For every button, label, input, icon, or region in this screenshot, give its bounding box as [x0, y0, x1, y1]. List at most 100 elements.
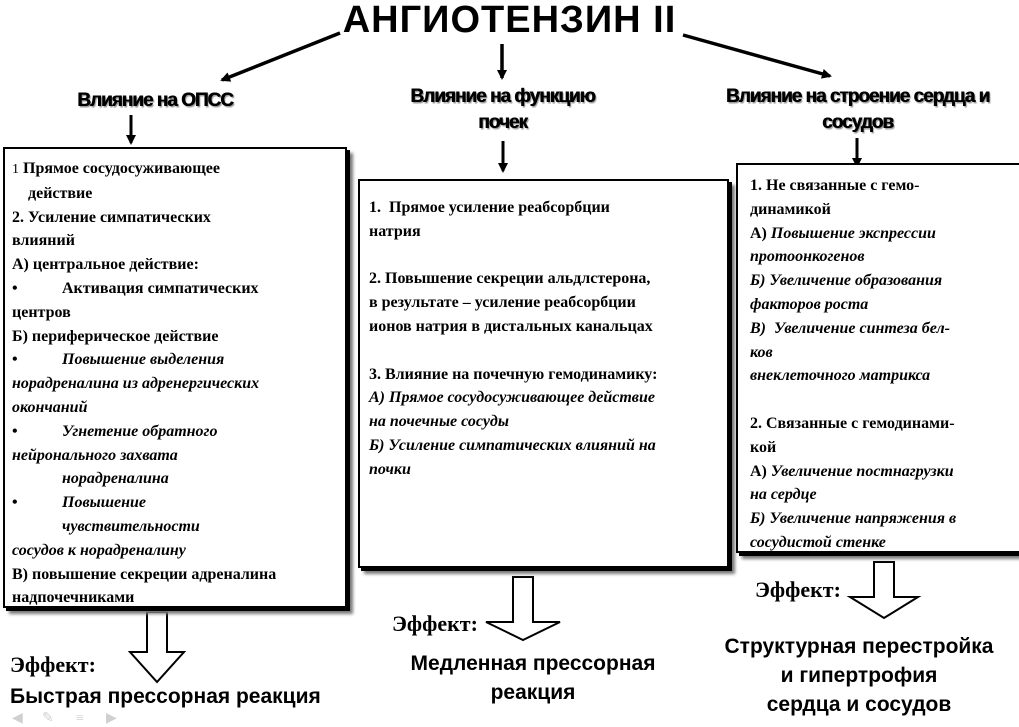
text-line: 1. Не связанные с гемо- — [750, 174, 1019, 198]
text-line: ков — [750, 341, 1019, 365]
text-line: 2. Связанные с гемодинами- — [750, 412, 1019, 436]
line-text: А) центральное действие: — [12, 256, 199, 274]
effect-text-middle: Медленная прессорная реакция — [383, 649, 683, 707]
text-line: А) Увеличение постнагрузки — [750, 460, 1019, 484]
text-line: на сердце — [750, 483, 1019, 507]
text-line: влияний — [12, 229, 345, 253]
text-line: кой — [750, 436, 1019, 460]
line-text: 2. Усиление симпатических — [12, 208, 211, 226]
effect-arrow-middle — [485, 576, 561, 642]
line-text: ионов натрия в дистальных канальцах — [369, 317, 653, 335]
effect-text-right-line: сердца и сосудов — [766, 693, 952, 716]
text-line: • Повышение — [12, 491, 345, 515]
line-text: 2. Связанные с гемодинами- — [750, 414, 955, 432]
bullet: • — [12, 494, 18, 512]
text-line: сосудов к норадреналину — [12, 539, 345, 563]
text-line: действие — [12, 182, 345, 206]
header-middle-line: Влияние на функцию — [410, 86, 595, 107]
header-left: Влияние на ОПСС — [40, 88, 270, 114]
text-line: ионов натрия в дистальных канальцах — [369, 315, 727, 339]
line-text: Б) Увеличение напряжения в — [750, 510, 957, 528]
header-right: Влияние на строение сердца и сосудов — [690, 84, 1019, 136]
item-number: 1 — [12, 162, 19, 177]
effect-text-right-line: Структурная перестройка — [724, 635, 994, 658]
text-line: норадреналина из адренергических — [12, 372, 345, 396]
arrow-title-to-left — [220, 31, 341, 82]
line-text: сосудистой стенке — [750, 533, 886, 551]
text-line: окончаний — [12, 396, 345, 420]
text-line: Б) периферическое действие — [12, 325, 345, 349]
header-middle: Влияние на функцию почек — [370, 84, 635, 136]
text-line: сосудистой стенке — [750, 531, 1019, 551]
line-text: окончаний — [12, 398, 88, 416]
bullet: • — [12, 351, 18, 369]
text-line: внеклеточного матрикса — [750, 364, 1019, 388]
text-line: надпочечниками — [12, 586, 345, 607]
line-text: натрия — [369, 222, 421, 240]
line-text: в результате – усиление реабсорбции — [369, 294, 636, 312]
line-text: Б) Увеличение образования — [750, 272, 943, 290]
menu-icon[interactable]: ≡ — [76, 711, 84, 726]
text-line: 2. Усиление симпатических — [12, 206, 345, 230]
text-line: Б) Увеличение напряжения в — [750, 507, 1019, 531]
line-text: на почечные сосуды — [369, 413, 509, 431]
effect-text-middle-line: Медленная прессорная — [410, 652, 656, 675]
text-line: В) повышение секреции адреналина — [12, 563, 345, 587]
right-arrow-icon[interactable]: ▶ — [106, 711, 117, 726]
text-line: А) Прямое сосудосуживающее действие — [369, 386, 727, 410]
left-arrow-icon[interactable]: ◀ — [12, 711, 23, 726]
effect-text-middle-line: реакция — [490, 681, 576, 704]
text-line: В) Увеличение синтеза бел- — [750, 317, 1019, 341]
header-right-line: сосудов — [822, 112, 894, 133]
text-line: Б) Увеличение образования — [750, 269, 1019, 293]
text-line: 2. Повышение секреции альдлстерона, — [369, 267, 727, 291]
effect-label-middle: Эффект: — [392, 611, 478, 636]
line-text: надпочечниками — [12, 589, 135, 607]
line-text: на сердце — [750, 486, 817, 504]
line-text: кой — [750, 438, 777, 456]
line-text: Активация симпатических — [62, 279, 259, 297]
line-text: протоонкогенов — [750, 248, 865, 266]
line-text: норадреналина — [62, 470, 169, 488]
text-line: 1 Прямое сосудосуживающее — [12, 157, 345, 182]
text-line: Б) Усиление симпатических влияний на — [369, 434, 727, 458]
line-text: почки — [369, 460, 411, 478]
header-right-line: Влияние на строение сердца и — [725, 86, 990, 107]
effect-text-right: Структурная перестройка и гипертрофия се… — [700, 632, 1018, 719]
text-line: на почечные сосуды — [369, 410, 727, 434]
text-line: • Активация симпатических — [12, 277, 345, 301]
bullet: • — [12, 279, 18, 297]
line-text: Прямое сосудосуживающее — [19, 160, 220, 177]
line-text: 3. Влияние на почечную гемодинамику: — [369, 365, 658, 383]
line-text: ков — [750, 343, 773, 361]
effect-arrow-left — [127, 611, 187, 684]
text-line: А) центральное действие: — [12, 253, 345, 277]
text-line: 1. Прямое усиление реабсорбции — [369, 196, 727, 220]
line-text: Повышение — [62, 494, 147, 512]
line-text: центров — [12, 303, 71, 321]
text-line: динамикой — [750, 198, 1019, 222]
effect-label-left: Эффект: — [10, 652, 96, 677]
line-text: факторов роста — [750, 295, 869, 313]
bullet: • — [12, 422, 18, 440]
line-text: Б) Усиление симпатических влияний на — [369, 436, 656, 454]
line-text: Б) периферическое действие — [12, 327, 219, 345]
text-line: 3. Влияние на почечную гемодинамику: — [369, 363, 727, 387]
text-line: протоонкогенов — [750, 245, 1019, 269]
effect-text-right-line: и гипертрофия — [780, 664, 938, 687]
box-opss: 1 Прямое сосудосуживающее действие 2. Уси… — [3, 147, 347, 608]
line-text: динамикой — [750, 200, 831, 218]
line-text: В) повышение секреции адреналина — [12, 565, 277, 583]
line-text: нейронального захвата — [12, 446, 178, 464]
line-text: Повышение экспрессии — [770, 224, 936, 242]
effect-label-right: Эффект: — [755, 577, 841, 602]
line-text: действие — [12, 184, 93, 202]
effect-text-left: Быстрая прессорная реакция — [10, 685, 321, 708]
text-line: натрия — [369, 220, 727, 244]
page-title: АНГИОТЕНЗИН II — [342, 0, 677, 41]
line-text: А) Прямое сосудосуживающее действие — [369, 389, 655, 407]
pencil-icon[interactable]: ✎ — [42, 711, 54, 726]
header-middle-line: почек — [478, 112, 528, 133]
